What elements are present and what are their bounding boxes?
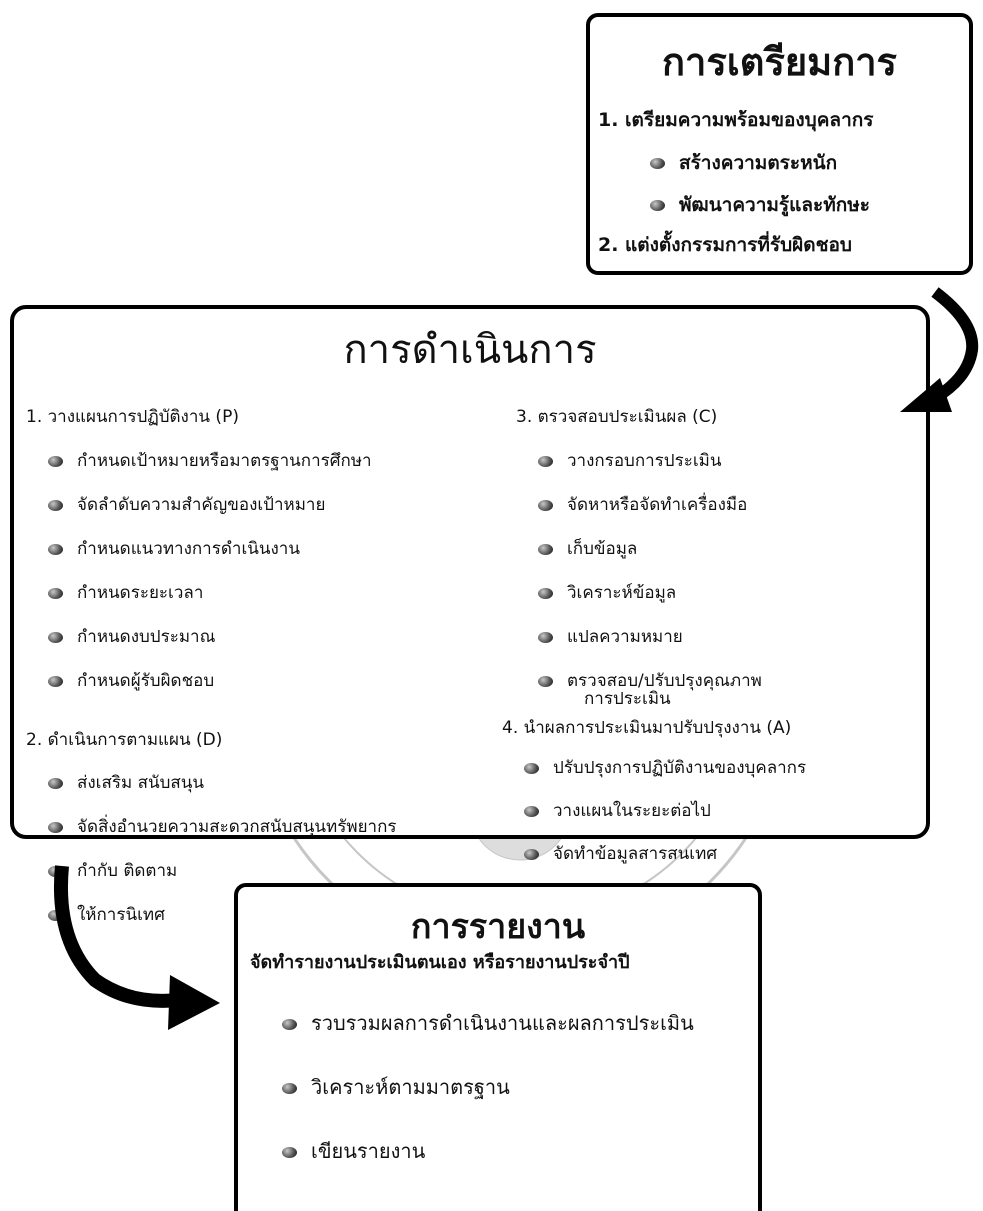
bullet-icon <box>48 909 63 921</box>
do-item: ส่งเสริม สนับสนุน <box>48 769 204 796</box>
bullet-icon <box>282 1019 297 1030</box>
bullet-icon <box>538 631 553 643</box>
bullet-icon <box>48 777 63 789</box>
bullet-icon <box>538 587 553 599</box>
bullet-icon <box>650 158 665 169</box>
preparation-item-2: 2. แต่งตั้งกรรมการที่รับผิดชอบ <box>598 234 852 256</box>
preparation-title: การเตรียมการ <box>662 40 897 84</box>
bullet-icon <box>48 499 63 511</box>
check-item: จัดหาหรือจัดทำเครื่องมือ <box>538 491 747 518</box>
check-item: แปลความหมาย <box>538 623 683 650</box>
bullet-icon <box>524 805 539 817</box>
bullet-icon <box>650 200 665 211</box>
plan-item: กำหนดระยะเวลา <box>48 579 203 606</box>
bullet-icon <box>48 631 63 643</box>
check-item: วิเคราะห์ข้อมูล <box>538 579 676 606</box>
operations-title: การดำเนินการ <box>343 327 597 373</box>
do-item: ให้การนิเทศ <box>48 901 165 928</box>
act-item: จัดทำข้อมูลสารสนเทศ <box>524 840 717 867</box>
plan-item: กำหนดผู้รับผิดชอบ <box>48 667 214 694</box>
do-item: จัดสิ่งอำนวยความสะดวกสนับสนุนทรัพยากร <box>48 813 397 840</box>
bullet-icon <box>538 499 553 511</box>
report-item: เขียนรายงาน <box>282 1135 425 1167</box>
plan-item: กำหนดแนวทางการดำเนินงาน <box>48 535 300 562</box>
preparation-item-1: 1. เตรียมความพร้อมของบุคลากร <box>598 109 874 131</box>
check-item: วางกรอบการประเมิน <box>538 447 721 474</box>
act-item: วางแผนในระยะต่อไป <box>524 797 711 824</box>
report-subtitle: จัดทำรายงานประเมินตนเอง หรือรายงานประจำป… <box>250 952 630 973</box>
bullet-icon <box>524 848 539 860</box>
check-item-continuation: การประเมิน <box>584 689 671 709</box>
bullet-icon <box>48 455 63 467</box>
plan-item: จัดลำดับความสำคัญของเป้าหมาย <box>48 491 325 518</box>
bullet-icon <box>48 587 63 599</box>
bullet-icon <box>538 543 553 555</box>
report-title: การรายงาน <box>410 907 586 947</box>
do-heading: 2. ดำเนินการตามแผน (D) <box>26 730 223 750</box>
check-item: เก็บข้อมูล <box>538 535 637 562</box>
curved-arrow-icon <box>900 287 979 412</box>
bullet-icon <box>282 1083 297 1094</box>
bullet-icon <box>524 762 539 774</box>
operations-box: การดำเนินการ 1. วางแผนการปฏิบัติงาน (P) … <box>10 305 930 925</box>
act-item: ปรับปรุงการปฏิบัติงานของบุคลากร <box>524 754 806 781</box>
bullet-icon <box>48 821 63 833</box>
bullet-icon <box>538 675 553 687</box>
bullet-icon <box>282 1147 297 1158</box>
act-heading: 4. นำผลการประเมินมาปรับปรุงงาน (A) <box>502 718 792 738</box>
preparation-subitem: พัฒนาความรู้และทักษะ <box>650 190 870 220</box>
check-heading: 3. ตรวจสอบประเมินผล (C) <box>516 407 718 427</box>
check-item: ตรวจสอบ/ปรับปรุงคุณภาพ <box>538 667 762 694</box>
preparation-subitem: สร้างความตระหนัก <box>650 148 837 178</box>
plan-item: กำหนดเป้าหมายหรือมาตรฐานการศึกษา <box>48 447 372 474</box>
bullet-icon <box>48 543 63 555</box>
bullet-icon <box>48 675 63 687</box>
plan-item: กำหนดงบประมาณ <box>48 623 215 650</box>
report-item: รวบรวมผลการดำเนินงานและผลการประเมิน <box>282 1007 694 1039</box>
bullet-icon <box>538 455 553 467</box>
curved-arrow-icon <box>53 865 220 1030</box>
preparation-box: การเตรียมการ 1. เตรียมความพร้อมของบุคลาก… <box>586 13 973 275</box>
plan-heading: 1. วางแผนการปฏิบัติงาน (P) <box>26 407 239 427</box>
report-item: วิเคราะห์ตามมาตรฐาน <box>282 1071 510 1103</box>
report-box: การรายงาน จัดทำรายงานประเมินตนเอง หรือรา… <box>234 883 762 1211</box>
